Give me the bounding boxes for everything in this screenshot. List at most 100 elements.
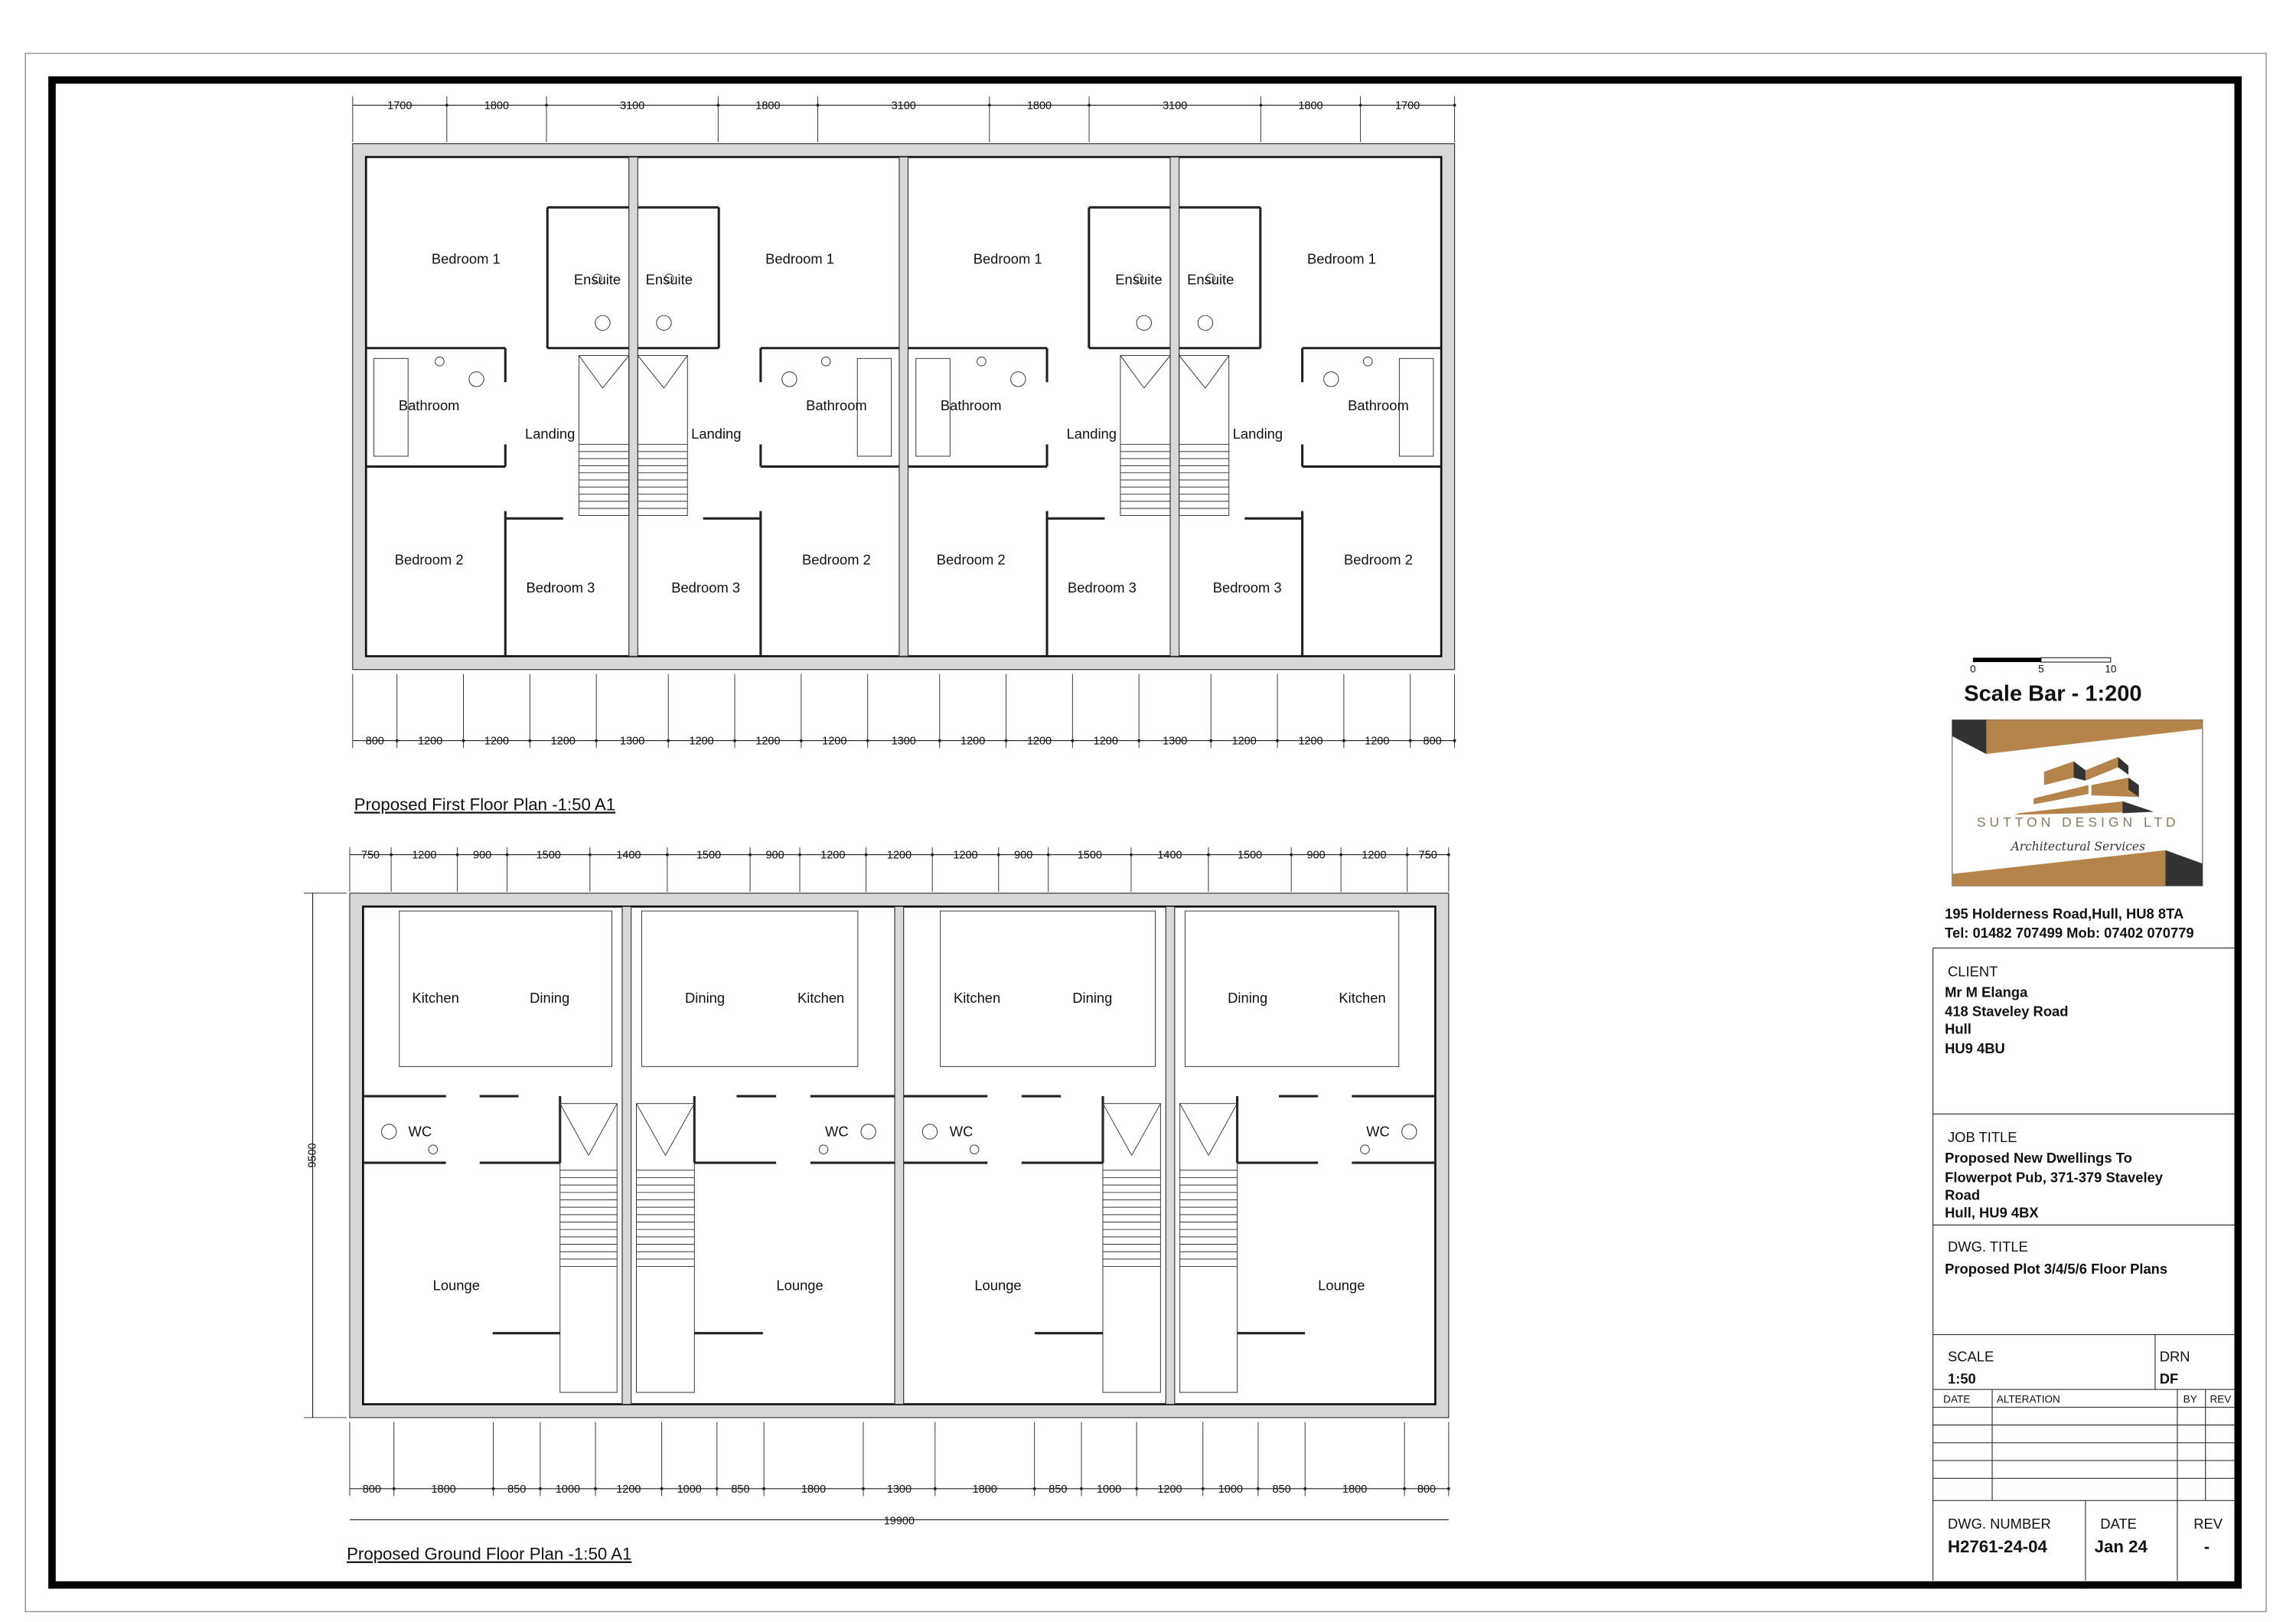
dimension-dot (864, 853, 868, 857)
room-label-kitchen: Kitchen (954, 990, 1000, 1006)
stair-winder (1120, 355, 1145, 389)
dimension-dot (660, 1487, 664, 1490)
room-label-bedroom-2: Bedroom 2 (395, 551, 464, 567)
dimension-label: 1800 (1027, 100, 1052, 112)
room-label-bedroom-2: Bedroom 2 (1344, 551, 1413, 567)
dimension-label: 1300 (1163, 736, 1187, 748)
basin-icon (592, 273, 602, 284)
dimension-label: 900 (473, 850, 491, 862)
dimension-label: 750 (1419, 850, 1437, 862)
dimension-dot (1290, 853, 1293, 857)
dimension-dot (545, 103, 548, 107)
room-label-landing: Landing (525, 426, 575, 442)
dimension-label: 800 (1417, 1483, 1436, 1496)
basin-icon (977, 356, 987, 367)
dimension-label: 1400 (1157, 850, 1182, 862)
dimension-dot (996, 853, 1000, 857)
dimension-label: 1700 (387, 100, 412, 112)
dimension-dot (1276, 739, 1279, 742)
toilet-icon (781, 371, 797, 387)
dimension-label: 1500 (536, 850, 561, 862)
scale-tick: 0 (1970, 664, 1976, 675)
dimension-dot (1403, 1487, 1407, 1490)
dimension-label: 1000 (1097, 1483, 1121, 1496)
room-label-bedroom-1: Bedroom 1 (974, 250, 1042, 266)
dimension-label: 1200 (755, 736, 780, 748)
dimension-dot (595, 739, 598, 742)
client-line: Mr M Elanga (1945, 984, 2028, 1000)
stair-winder (637, 355, 664, 389)
room-label-bedroom-2: Bedroom 2 (937, 551, 1006, 567)
dimension-dot (716, 103, 720, 107)
dimension-label: 1500 (696, 850, 721, 862)
job-title-line: Proposed New Dwellings To (1945, 1150, 2132, 1166)
dimension-dot (862, 1487, 865, 1490)
dimension-dot (390, 853, 393, 857)
client-line: HU9 4BU (1945, 1040, 2005, 1056)
dimension-label: 1200 (953, 850, 977, 862)
staircase (578, 354, 630, 516)
stair-winder (664, 1103, 695, 1156)
stair-winder (1179, 1103, 1209, 1156)
dimension-dot (667, 739, 670, 742)
job-title-line: Hull, HU9 4BX (1945, 1205, 2039, 1221)
staircase (1102, 1103, 1161, 1393)
room-label-wc: WC (409, 1123, 432, 1139)
staircase (1179, 1103, 1238, 1393)
scale-bar: 0 5 10 Scale Bar - 1:200 (1964, 657, 2142, 706)
basin-icon (1362, 356, 1373, 367)
dimension-label: 800 (363, 1483, 381, 1496)
room-label-bedroom-3: Bedroom 3 (526, 579, 595, 596)
dimension-dot (1303, 1487, 1307, 1490)
rev-table-header: ALTERATION (1997, 1394, 2060, 1405)
room-label-ensuite: Ensuite (646, 272, 693, 288)
room-label-kitchen: Kitchen (413, 990, 459, 1006)
dimension-dot (938, 739, 941, 742)
client-label: CLIENT (1948, 963, 1998, 979)
dimension-label: 1200 (822, 736, 846, 748)
staircase (637, 354, 688, 516)
dimension-dot (395, 739, 399, 742)
dimension-dot (1405, 853, 1409, 857)
scale-value: 1:50 (1948, 1370, 1976, 1386)
dimension-label: 1200 (887, 850, 912, 862)
stair-winder (559, 1103, 589, 1156)
dimension-label: 1200 (484, 736, 509, 748)
room-label-wc: WC (825, 1123, 849, 1139)
dimension-dot (1071, 739, 1075, 742)
rev-table-header: BY (2183, 1394, 2197, 1405)
stair-winder (1102, 1103, 1133, 1156)
stair-winder (602, 355, 630, 389)
party-wall (621, 906, 632, 1405)
bath-icon (856, 357, 892, 457)
kitchen-worktop (940, 910, 1156, 1067)
dimension-dot (799, 739, 803, 742)
room-label-dining: Dining (1072, 990, 1112, 1006)
dimension-dot (1453, 103, 1456, 107)
dimension-dot (1032, 1487, 1036, 1490)
dimension-dot (1339, 853, 1343, 857)
toilet-icon (1136, 315, 1152, 331)
dimension-label: 1300 (892, 736, 916, 748)
dimension-label: 1000 (677, 1483, 702, 1496)
dimension-label: 900 (1014, 850, 1032, 862)
dimension-label: 1400 (616, 850, 641, 862)
dimension-dot (1201, 1487, 1205, 1490)
date-label: DATE (2100, 1516, 2137, 1532)
dimension-dot (1046, 853, 1050, 857)
scale-label: SCALE (1948, 1348, 1994, 1364)
basin-icon (969, 1144, 980, 1154)
room-label-bedroom-1: Bedroom 1 (1307, 250, 1376, 266)
dimension-label: 1800 (1342, 1483, 1367, 1496)
logo-company-name: SUTTON DESIGN LTD (1977, 814, 2180, 830)
room-label-ensuite: Ensuite (1187, 272, 1234, 288)
basin-icon (820, 356, 831, 367)
bath-icon (915, 357, 951, 457)
company-logo: SUTTON DESIGN LTD Architectural Services (1952, 719, 2203, 886)
dimension-label: 1800 (801, 1483, 826, 1496)
dimension-label: 850 (1272, 1483, 1290, 1496)
drawn-by-value: DF (2160, 1370, 2179, 1386)
dimension-label: 3100 (620, 100, 644, 112)
dimension-label: 850 (507, 1483, 526, 1496)
